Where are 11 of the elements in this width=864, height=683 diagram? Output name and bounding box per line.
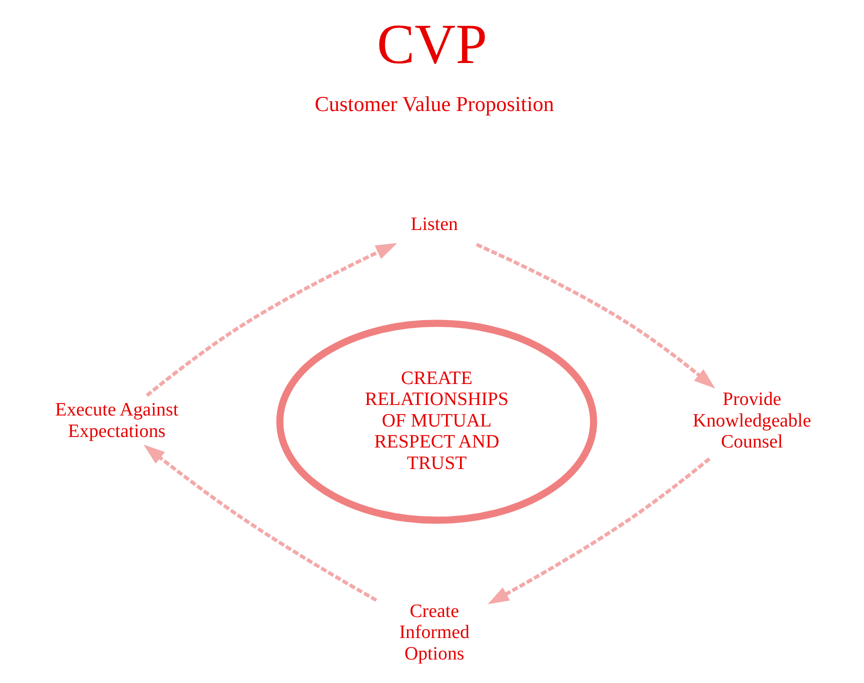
arrow — [146, 243, 398, 397]
node-ellipse: CREATE RELATIONSHIPS OF MUTUAL RESPECT AND TRUST — [276, 320, 598, 524]
node-text: Provide Knowledgeable Counsel — [692, 389, 812, 453]
arrow — [488, 457, 711, 604]
diagram-title: CVP — [376, 14, 488, 76]
arrow — [476, 242, 716, 388]
arrow — [144, 444, 378, 602]
node-text: Create Informed Options — [399, 600, 470, 664]
node-text: Listen — [410, 214, 458, 235]
label: Customer Value Proposition — [314, 92, 554, 116]
node-text: Execute Against Expectations — [55, 400, 178, 442]
